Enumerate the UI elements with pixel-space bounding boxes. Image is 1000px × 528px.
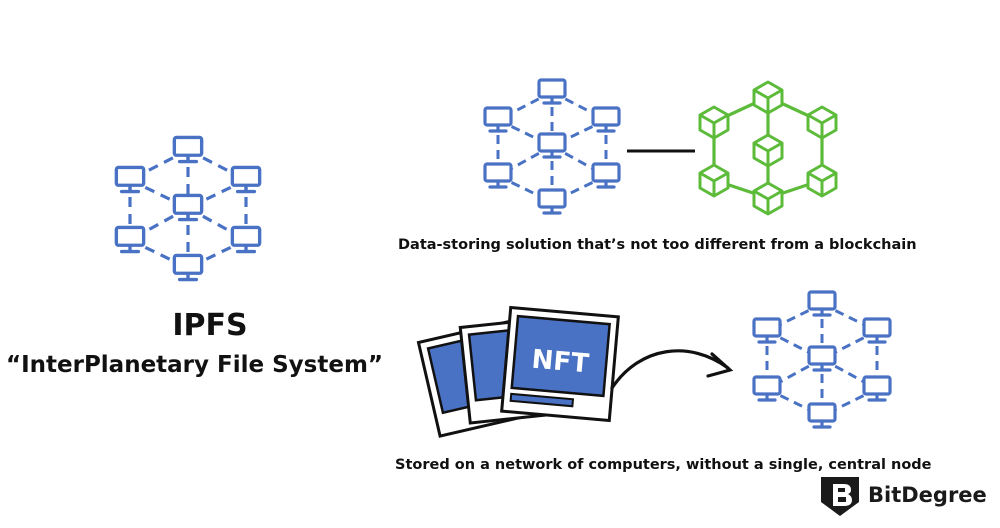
nft-cards: NFT: [416, 305, 620, 438]
curved-arrow-icon: [610, 349, 734, 390]
blockchain-network: [698, 80, 838, 216]
monitor-icon: [752, 317, 782, 344]
cube-icon: [698, 163, 730, 198]
monitor-icon: [752, 375, 782, 402]
ipfs-network-bottom: [752, 290, 892, 429]
cube-icon: [752, 181, 784, 216]
monitor-icon: [172, 135, 204, 164]
monitor-icon: [172, 193, 204, 222]
monitor-icon: [230, 165, 262, 194]
nft-card-front: NFT: [500, 305, 620, 423]
monitor-icon: [862, 375, 892, 402]
cube-icon: [698, 105, 730, 140]
cube-icon: [806, 105, 838, 140]
monitor-icon: [537, 188, 567, 215]
monitor-icon: [537, 132, 567, 159]
bitdegree-shield-icon: [821, 477, 859, 516]
monitor-icon: [483, 162, 513, 189]
monitor-icon: [172, 253, 204, 282]
monitor-icon: [483, 106, 513, 133]
page-subtitle: “InterPlanetary File System”: [5, 352, 384, 378]
ipfs-network-large: [114, 135, 262, 282]
cube-icon: [752, 80, 784, 115]
monitor-icon: [862, 317, 892, 344]
monitor-icon: [114, 165, 146, 194]
monitor-icon: [591, 106, 621, 133]
page-title: IPFS: [172, 308, 248, 343]
monitor-icon: [230, 225, 262, 254]
caption-storage: Stored on a network of computers, withou…: [395, 457, 932, 473]
cube-icon: [806, 163, 838, 198]
brand-name: BitDegree: [868, 483, 987, 507]
monitor-icon: [807, 290, 837, 317]
monitor-icon: [591, 162, 621, 189]
monitor-icon: [807, 345, 837, 372]
cube-icon: [752, 133, 784, 168]
monitor-icon: [537, 78, 567, 105]
nft-label: NFT: [530, 345, 590, 380]
monitor-icon: [114, 225, 146, 254]
caption-blockchain: Data-storing solution that’s not too dif…: [398, 237, 917, 253]
monitor-icon: [807, 402, 837, 429]
ipfs-network-top: [483, 78, 621, 215]
